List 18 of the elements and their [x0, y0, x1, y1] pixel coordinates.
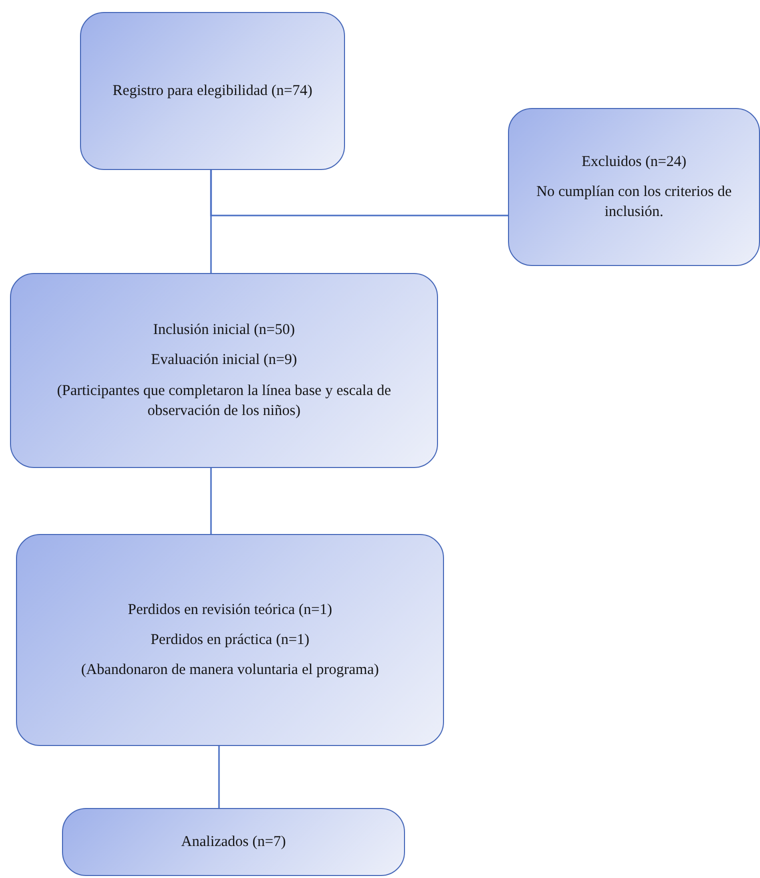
process-box [80, 12, 345, 170]
box-text: (Participantes que completaron la línea base y escala de observación de los niños) [56, 382, 392, 421]
box-text: No cumplían con los criterios de inclusión. [535, 182, 733, 222]
box-text: Evaluación inicial (n=9) [151, 351, 297, 370]
connector-line [218, 746, 220, 808]
process-box [10, 273, 438, 468]
process-box [508, 108, 760, 266]
box-text: Registro para elegibilidad (n=74) [112, 82, 312, 101]
process-box [16, 534, 444, 746]
box-text: Inclusión inicial (n=50) [153, 321, 295, 340]
box-text: (Abandonaron de manera voluntaria el programa) [81, 661, 379, 680]
process-box [62, 808, 405, 876]
box-text: Excluidos (n=24) [582, 152, 686, 172]
box-text: Perdidos en práctica (n=1) [150, 630, 310, 650]
box-text: Analizados (n=7) [181, 832, 286, 852]
box-text: Perdidos en revisión teórica (n=1) [128, 600, 332, 620]
connector-line [210, 468, 212, 534]
connector-line [210, 170, 508, 216]
